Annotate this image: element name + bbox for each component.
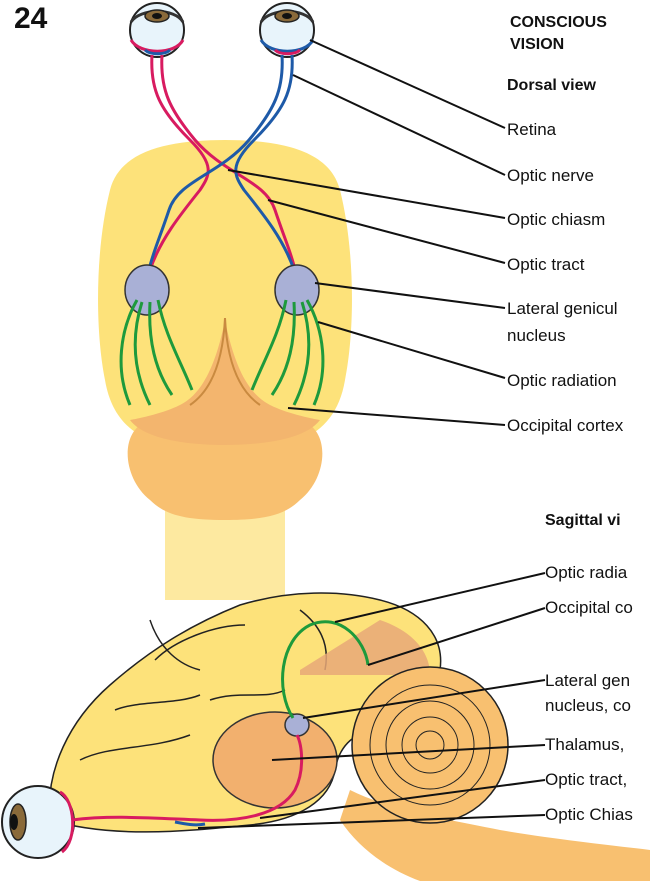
label-lgn-line-2: nucleus [507, 326, 566, 345]
sagittal-eye [1, 785, 75, 859]
dorsal-brain [98, 140, 352, 600]
sagittal-label-occipital-cortex: Occipital co [545, 598, 633, 617]
dorsal-optic-radiations [119, 299, 325, 406]
sagittal-occipital [300, 620, 430, 675]
sagittal-label-thalamus: Thalamus, [545, 735, 625, 754]
sagittal-brain [48, 592, 650, 881]
sagittal-label-optic-radiation: Optic radia [545, 563, 628, 582]
sagittal-label-lgn-line-1: Lateral gen [545, 671, 631, 690]
label-optic-nerve: Optic nerve [507, 166, 594, 185]
sagittal-cerebellum [351, 666, 509, 824]
cerebellum-folia [369, 684, 491, 806]
dorsal-view-heading: Dorsal view [507, 77, 596, 94]
page-number: 24 [14, 2, 48, 35]
occipital-lobes [130, 320, 320, 445]
sagittal-label-lgn-line-2: nucleus, co [545, 696, 631, 715]
label-lgn-line-1: Lateral genicul [507, 299, 618, 318]
dorsal-pathways [147, 54, 297, 271]
dorsal-right-eye [259, 2, 315, 58]
label-retina: Retina [507, 120, 557, 139]
sagittal-label-optic-chiasm: Optic Chias [545, 805, 633, 824]
sagittal-pathways [71, 620, 370, 827]
label-optic-radiation: Optic radiation [507, 371, 617, 390]
title-line-2: VISION [510, 36, 565, 53]
gyri [79, 609, 327, 761]
midline-fissure-right [224, 317, 261, 406]
dorsal-left-eye [129, 2, 185, 58]
sagittal-view-heading: Sagittal vi [545, 512, 621, 529]
sagittal-brainstem [340, 790, 650, 881]
dorsal-leader-lines [227, 39, 506, 426]
figure-title: CONSCIOUS VISION [510, 12, 650, 56]
sagittal-label-optic-tract: Optic tract, [545, 770, 628, 789]
label-occipital-cortex: Occipital cortex [507, 416, 624, 435]
sagittal-leader-lines [197, 572, 546, 829]
label-optic-chiasm: Optic chiasm [507, 210, 606, 229]
midline-fissure [189, 317, 226, 406]
title-line-1: CONSCIOUS [510, 14, 607, 31]
label-optic-tract: Optic tract [507, 255, 585, 274]
